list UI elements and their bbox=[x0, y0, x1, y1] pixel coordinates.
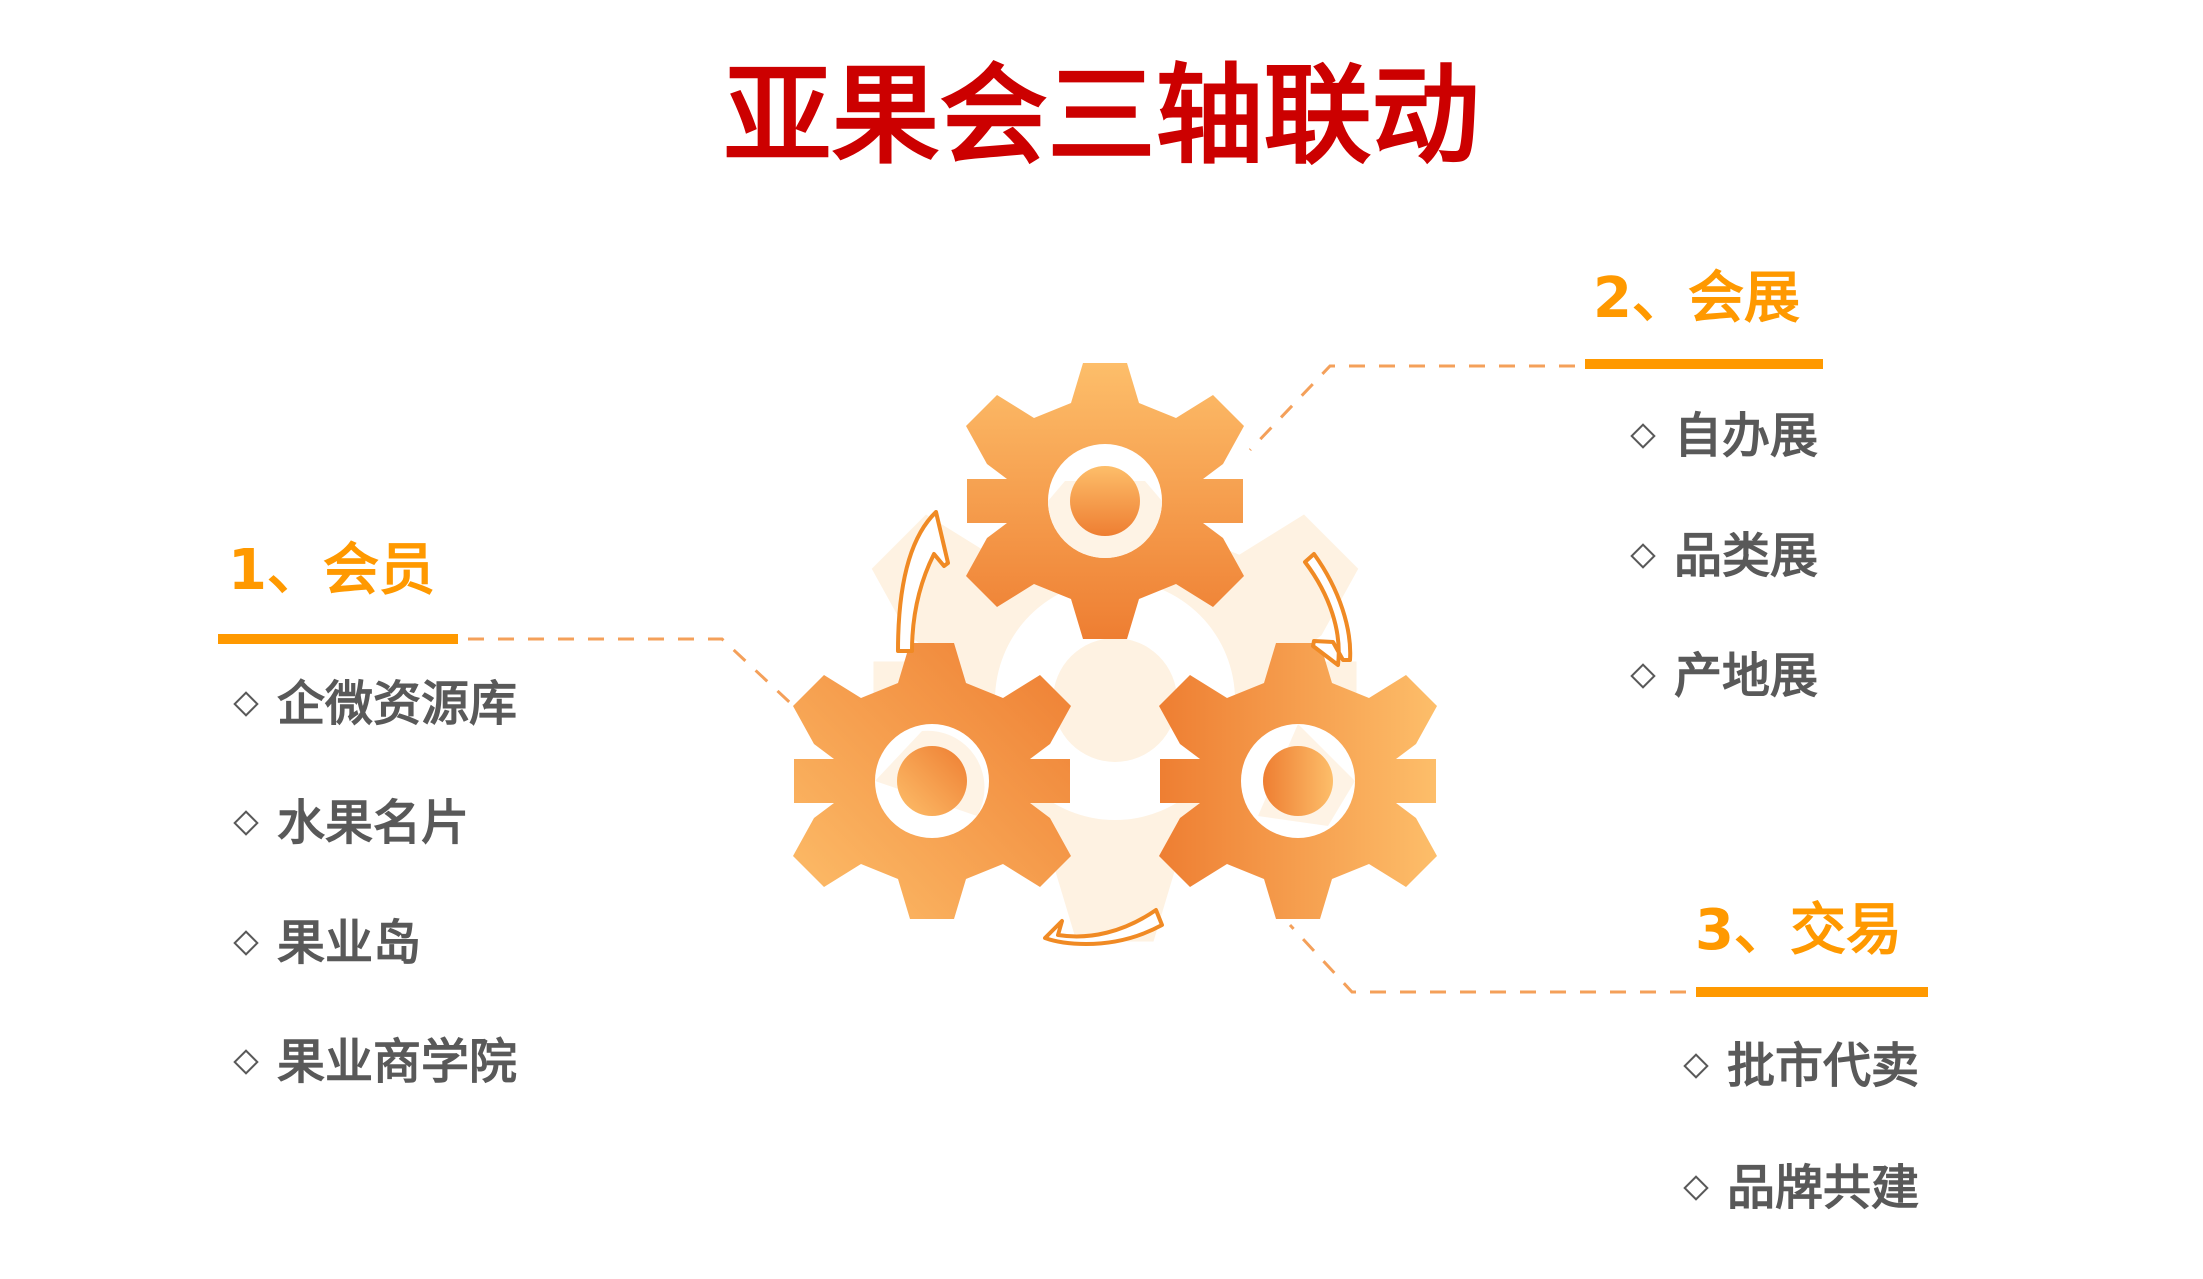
diamond-bullet-icon bbox=[1630, 663, 1656, 689]
circular-arrow-icon bbox=[896, 510, 1353, 946]
diamond-bullet-icon bbox=[1683, 1053, 1709, 1079]
section-heading-members: 1、会员 bbox=[228, 538, 435, 603]
connector-line-members bbox=[218, 634, 802, 714]
diamond-bullet-icon bbox=[233, 1049, 259, 1075]
diamond-bullet-icon bbox=[1683, 1175, 1709, 1201]
list-item-label: 品类展 bbox=[1674, 528, 1819, 584]
section-heading-trade: 3、交易 bbox=[1695, 898, 1902, 963]
diamond-bullet-icon bbox=[1630, 423, 1656, 449]
gear-left-icon bbox=[793, 643, 1071, 919]
list-item-label: 产地展 bbox=[1674, 648, 1819, 704]
list-item-label: 水果名片 bbox=[277, 795, 470, 851]
gear-right-icon bbox=[1159, 643, 1437, 919]
diamond-bullet-icon bbox=[233, 930, 259, 956]
connector-line-trade bbox=[1288, 923, 1928, 997]
connector-line-exhibition bbox=[1248, 359, 1823, 452]
list-item-label: 果业岛 bbox=[277, 915, 422, 971]
list-item: 品类展 bbox=[1630, 528, 1819, 584]
list-item: 产地展 bbox=[1630, 648, 1819, 704]
page-title: 亚果会三轴联动 bbox=[723, 54, 1480, 179]
list-item: 品牌共建 bbox=[1683, 1160, 1920, 1216]
list-item: 企微资源库 bbox=[233, 676, 518, 732]
list-item: 果业商学院 bbox=[233, 1034, 518, 1090]
diamond-bullet-icon bbox=[233, 691, 259, 717]
diamond-bullet-icon bbox=[1630, 543, 1656, 569]
list-item: 批市代卖 bbox=[1683, 1038, 1920, 1094]
list-item: 水果名片 bbox=[233, 795, 470, 851]
list-item-label: 自办展 bbox=[1674, 408, 1819, 464]
list-item-label: 果业商学院 bbox=[277, 1034, 518, 1090]
list-item: 自办展 bbox=[1630, 408, 1819, 464]
list-item-label: 品牌共建 bbox=[1727, 1160, 1920, 1216]
section-heading-exhibition: 2、会展 bbox=[1593, 266, 1800, 331]
list-item-label: 企微资源库 bbox=[277, 676, 518, 732]
list-item: 果业岛 bbox=[233, 915, 422, 971]
list-item-label: 批市代卖 bbox=[1727, 1038, 1920, 1094]
gear-top-icon bbox=[966, 363, 1244, 639]
diamond-bullet-icon bbox=[233, 810, 259, 836]
